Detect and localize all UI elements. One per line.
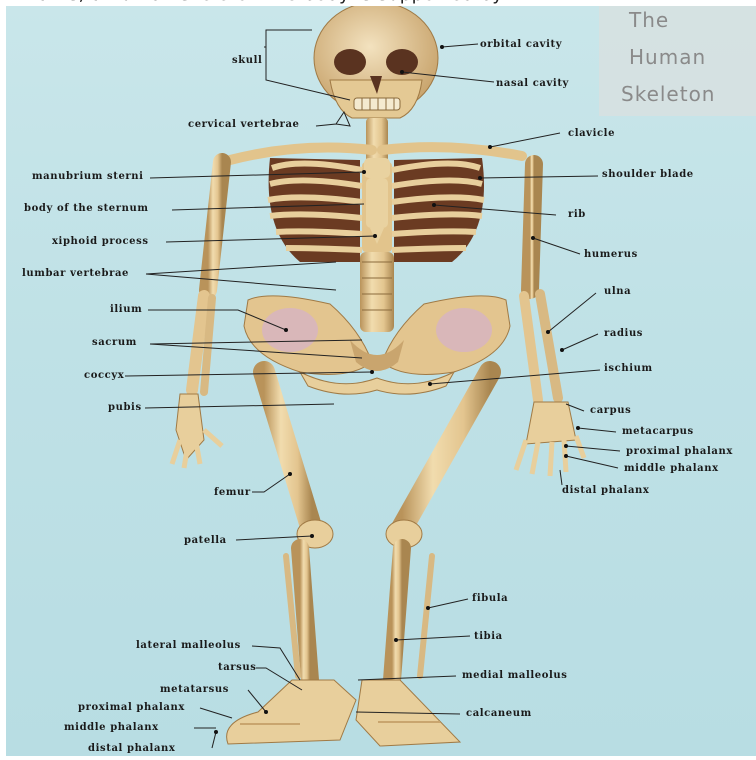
- label-proximal-phalanx-foot: proximal phalanx: [78, 702, 185, 713]
- label-ulna: ulna: [604, 286, 631, 297]
- label-lumbar-vertebrae: lumbar vertebrae: [22, 268, 129, 279]
- skull-shape: [314, 6, 438, 118]
- label-sacrum: sacrum: [92, 337, 137, 348]
- label-carpus: carpus: [590, 405, 631, 416]
- label-distal-phalanx-hand: distal phalanx: [562, 485, 649, 496]
- label-metatarsus: metatarsus: [160, 684, 229, 695]
- label-ilium: ilium: [110, 304, 142, 315]
- label-middle-phalanx-foot: middle phalanx: [64, 722, 159, 733]
- label-radius: radius: [604, 328, 643, 339]
- label-body-of-sternum: body of the sternum: [24, 203, 149, 214]
- label-ischium: ischium: [604, 363, 653, 374]
- label-middle-phalanx-hand: middle phalanx: [624, 463, 719, 474]
- title-line-1: The: [629, 8, 669, 32]
- title-line-2: Human: [629, 45, 706, 69]
- label-rib: rib: [568, 209, 586, 220]
- label-proximal-phalanx-hand: proximal phalanx: [626, 446, 733, 457]
- label-orbital-cavity: orbital cavity: [480, 39, 562, 50]
- label-nasal-cavity: nasal cavity: [496, 78, 569, 89]
- label-distal-phalanx-foot: distal phalanx: [88, 743, 175, 754]
- title-panel: The Human Skeleton: [599, 6, 756, 116]
- skeleton-illustration: [6, 6, 756, 756]
- label-humerus: humerus: [584, 249, 638, 260]
- legs-shape: [227, 372, 490, 746]
- label-xiphoid-process: xiphoid process: [52, 236, 149, 247]
- label-medial-malleolus: medial malleolus: [462, 670, 567, 681]
- label-fibula: fibula: [472, 593, 508, 604]
- label-patella: patella: [184, 535, 227, 546]
- label-coccyx: coccyx: [84, 370, 124, 381]
- label-tarsus: tarsus: [218, 662, 257, 673]
- label-shoulder-blade: shoulder blade: [602, 169, 694, 180]
- label-metacarpus: metacarpus: [622, 426, 694, 437]
- label-skull: skull: [232, 55, 262, 66]
- label-manubrium-sterni: manubrium sterni: [32, 171, 144, 182]
- title-line-3: Skeleton: [621, 82, 715, 106]
- label-tibia: tibia: [474, 631, 503, 642]
- label-pubis: pubis: [108, 402, 142, 413]
- label-cervical-vertebrae: cervical vertebrae: [188, 119, 300, 130]
- skeleton-poster: The Human Skeleton skull orbital cavity …: [6, 6, 756, 756]
- label-femur: femur: [214, 487, 251, 498]
- label-calcaneum: calcaneum: [466, 708, 532, 719]
- label-lateral-malleolus: lateral malleolus: [136, 640, 241, 651]
- label-clavicle: clavicle: [568, 128, 615, 139]
